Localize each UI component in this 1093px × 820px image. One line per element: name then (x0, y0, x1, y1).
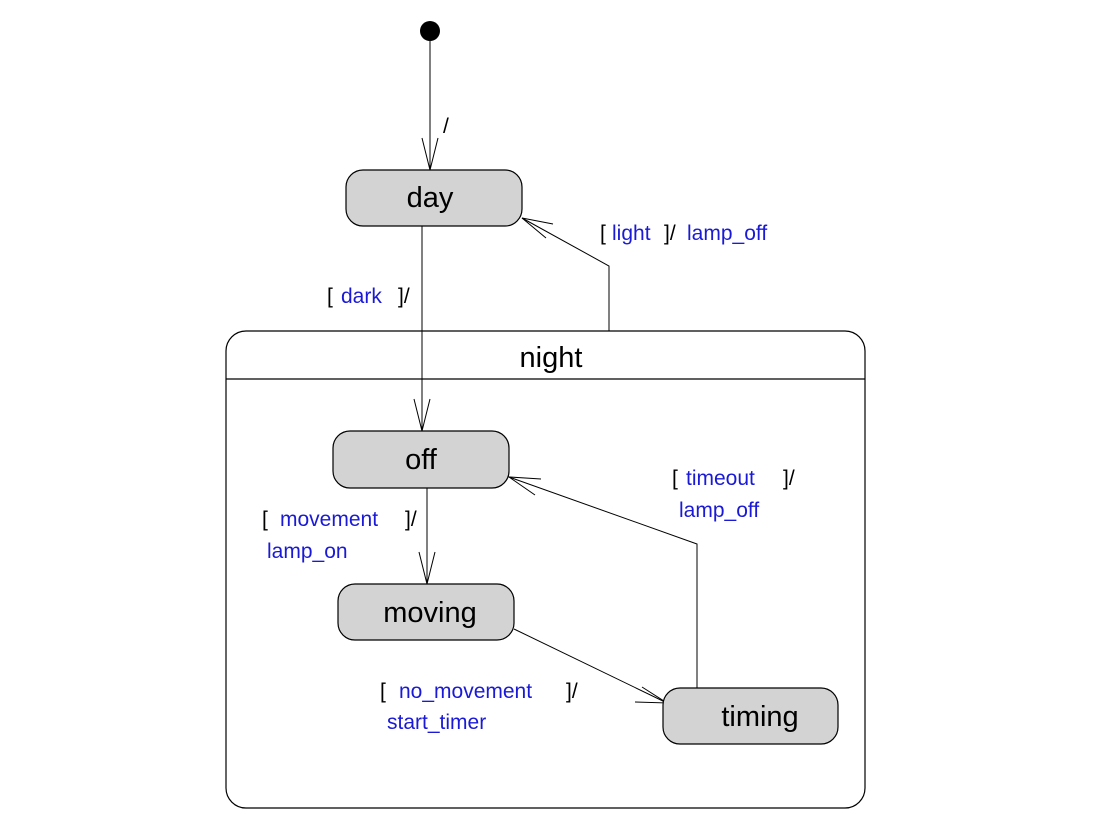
timing-to-off-guard: [ timeout ]/ (672, 467, 795, 490)
transition-line (521, 217, 610, 331)
timing-state-box (662, 687, 839, 745)
open-bracket: [ (262, 508, 268, 531)
transition-off-to-moving: [ movement ]/ lamp_on (262, 488, 436, 585)
open-bracket: [ (600, 222, 606, 245)
transition-line (508, 476, 698, 688)
off-state-name: off (405, 444, 438, 476)
close-bracket-slash: ]/ (566, 680, 578, 703)
arrowhead-icon (507, 476, 542, 496)
guard-dark: dark (341, 285, 382, 308)
initial-transition-label: / (443, 115, 449, 138)
transition-night-to-day: [ light ]/ lamp_off (521, 217, 767, 331)
timing-state-name: timing (721, 701, 798, 733)
close-bracket-slash: ]/ (783, 467, 795, 490)
guard-no-movement: no_movement (399, 680, 532, 703)
state-timing: timing (662, 687, 839, 745)
off-to-moving-guard: [ movement ]/ (262, 508, 417, 531)
action-lamp-on: lamp_on (267, 540, 348, 563)
action-lamp-off: lamp_off (687, 222, 767, 245)
transition-timing-to-off: [ timeout ]/ lamp_off (507, 467, 795, 688)
guard-movement: movement (280, 508, 378, 531)
open-bracket: [ (672, 467, 678, 490)
close-bracket-slash: ]/ (664, 222, 676, 245)
state-off: off (332, 430, 510, 489)
action-start-timer: start_timer (387, 711, 486, 734)
moving-state-box (337, 583, 515, 641)
moving-to-timing-guard: [ no_movement ]/ (380, 680, 578, 703)
close-bracket-slash: ]/ (398, 285, 410, 308)
moving-state-name: moving (383, 597, 477, 629)
arrowhead-icon (521, 217, 554, 239)
transition-initial-to-day: / (421, 41, 449, 171)
close-bracket-slash: ]/ (405, 508, 417, 531)
night-state-name: night (520, 342, 583, 374)
day-state-box (345, 169, 523, 227)
transition-line (513, 628, 668, 704)
state-moving: moving (337, 583, 515, 641)
open-bracket: [ (380, 680, 386, 703)
transition-moving-to-timing: [ no_movement ]/ start_timer (380, 628, 669, 734)
guard-timeout: timeout (686, 467, 755, 490)
guard-light: light (612, 222, 651, 245)
state-day: day (345, 169, 523, 227)
day-state-name: day (407, 182, 454, 214)
off-state-box (332, 430, 510, 489)
initial-state-dot (420, 21, 440, 41)
open-bracket: [ (327, 285, 333, 308)
action-lamp-off: lamp_off (679, 499, 759, 522)
day-to-off-label: [ dark ]/ (327, 285, 410, 308)
night-to-day-label: [ light ]/ lamp_off (600, 222, 767, 245)
